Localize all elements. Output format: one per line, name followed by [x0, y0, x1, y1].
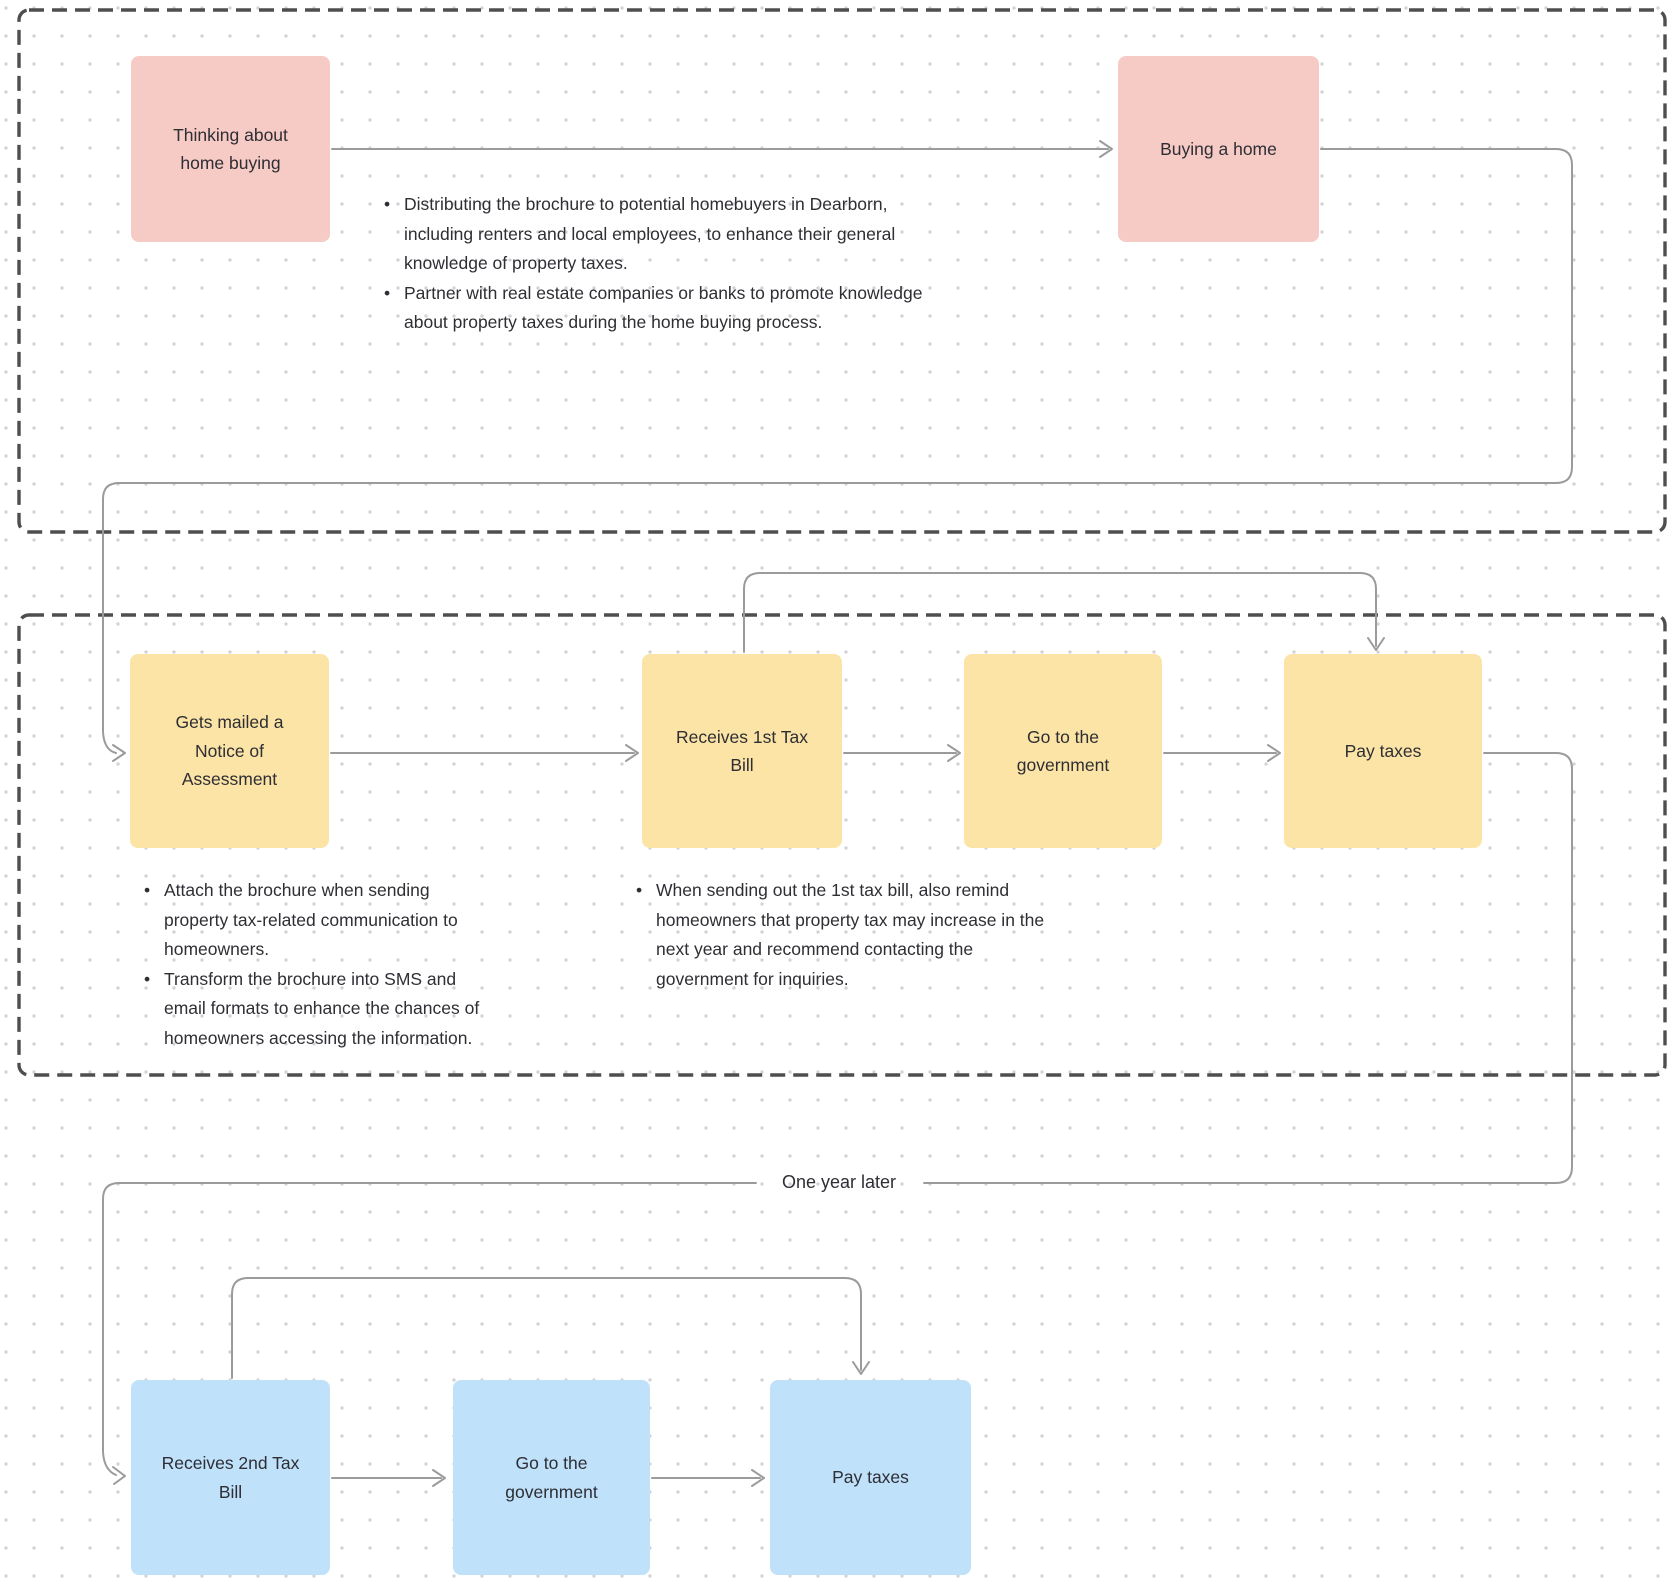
node-label: Gets mailed a Notice of Assessment [175, 712, 284, 790]
section-home-buying-dashed-border [17, 8, 1667, 534]
arrowhead-oneyear-to-secondbill [112, 1466, 126, 1485]
node-gets-mailed-notice-of-assessment[interactable]: Gets mailed a Notice of Assessment [130, 654, 329, 848]
bullet-item: When sending out the 1st tax bill, also … [632, 876, 1070, 994]
node-go-to-the-government-1[interactable]: Go to the government [964, 654, 1162, 848]
connector-paytaxes-to-oneyear-right [923, 752, 1573, 1184]
notice-bullet-list: Attach the brochure when sending propert… [140, 876, 496, 1053]
node-label: Go to the government [505, 1453, 598, 1502]
arrowhead-buying-to-notice [112, 744, 126, 762]
home-buying-bullet-list: Distributing the brochure to potential h… [380, 190, 944, 338]
arrowhead-notice-to-firstbill [625, 744, 639, 762]
node-label: Receives 2nd Tax Bill [161, 1453, 300, 1502]
arrowhead-government-to-paytaxes [1267, 744, 1281, 762]
node-buying-a-home[interactable]: Buying a home [1118, 56, 1319, 242]
first-bill-bullet-list: When sending out the 1st tax bill, also … [632, 876, 1070, 994]
node-thinking-about-home-buying[interactable]: Thinking about home buying [131, 56, 330, 242]
bullet-item: Distributing the brochure to potential h… [380, 190, 944, 279]
node-receives-2nd-tax-bill[interactable]: Receives 2nd Tax Bill [131, 1380, 330, 1575]
connector-buying-to-notice [102, 148, 1573, 754]
node-pay-taxes-1[interactable]: Pay taxes [1284, 654, 1482, 848]
node-label: Thinking about home buying [173, 124, 288, 173]
node-receives-1st-tax-bill[interactable]: Receives 1st Tax Bill [642, 654, 842, 848]
section-first-tax-year-dashed-border [17, 613, 1667, 1077]
node-label: Pay taxes [832, 1467, 909, 1488]
arrowhead-firstbill-to-government [947, 744, 961, 762]
connector-secondbill-to-paytaxes-loop [231, 1277, 862, 1379]
bullet-item: Partner with real estate companies or ba… [380, 279, 944, 338]
node-label: Buying a home [1160, 138, 1277, 159]
arrowhead-firstbill-to-paytaxes-loop [1367, 637, 1385, 651]
one-year-later-label: One year later [781, 1172, 897, 1192]
node-label: Go to the government [1016, 726, 1110, 775]
arrowhead-secondbill-to-government [432, 1469, 446, 1487]
node-go-to-the-government-2[interactable]: Go to the government [453, 1380, 650, 1575]
node-pay-taxes-2[interactable]: Pay taxes [770, 1380, 971, 1575]
bullet-item: Transform the brochure into SMS and emai… [140, 965, 496, 1054]
arrowhead-secondbill-to-paytaxes-loop [852, 1361, 870, 1375]
node-label: Pay taxes [1344, 740, 1422, 761]
bullet-item: Attach the brochure when sending propert… [140, 876, 496, 965]
arrowhead-government-to-paytaxes-2 [751, 1469, 765, 1487]
connector-oneyear-to-secondbill-left [102, 1182, 757, 1476]
arrowhead-thinking-to-buying [1099, 140, 1113, 158]
connector-firstbill-to-paytaxes-loop [743, 572, 1377, 653]
node-label: Receives 1st Tax Bill [676, 726, 808, 775]
